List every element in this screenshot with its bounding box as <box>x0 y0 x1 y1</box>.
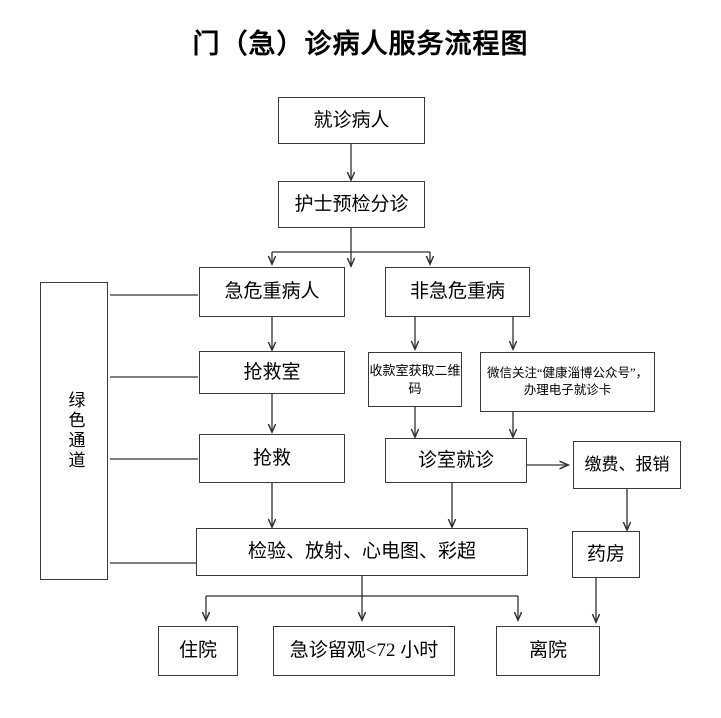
node-rescue-room[interactable]: 抢救室 <box>199 351 345 394</box>
node-nurse-triage[interactable]: 护士预检分诊 <box>278 181 425 228</box>
node-admission[interactable]: 住院 <box>158 626 238 676</box>
node-payment-reimbursement[interactable]: 缴费、报销 <box>573 441 681 489</box>
node-critical-patient[interactable]: 急危重病人 <box>199 267 345 317</box>
node-pharmacy[interactable]: 药房 <box>572 531 640 578</box>
node-green-channel[interactable]: 绿色通道 <box>40 282 108 580</box>
node-patient[interactable]: 就诊病人 <box>278 97 425 144</box>
node-exams[interactable]: 检验、放射、心电图、彩超 <box>196 528 528 576</box>
page-title: 门（急）诊病人服务流程图 <box>192 29 529 59</box>
node-cashier-qrcode[interactable]: 收款室获取二维码 <box>368 352 462 407</box>
node-rescue[interactable]: 抢救 <box>199 434 345 483</box>
node-discharge[interactable]: 离院 <box>496 626 600 676</box>
node-non-critical-patient[interactable]: 非急危重病 <box>385 267 530 317</box>
node-observation[interactable]: 急诊留观<72 小时 <box>273 626 455 676</box>
node-clinic-visit[interactable]: 诊室就诊 <box>385 438 527 483</box>
node-wechat-card[interactable]: 微信关注“健康淄博公众号”，办理电子就诊卡 <box>480 352 655 412</box>
